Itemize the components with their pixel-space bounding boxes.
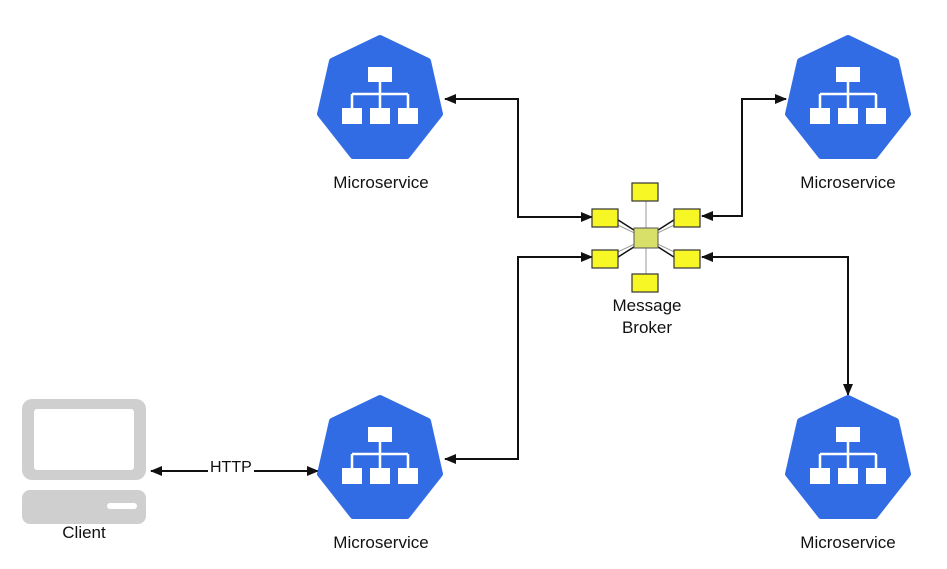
broker-label: Message Broker <box>613 295 682 339</box>
desktop-computer-icon <box>22 399 146 524</box>
microservice-label: Microservice <box>333 173 429 192</box>
microservice-label: Microservice <box>800 533 896 552</box>
microservice-label: Microservice <box>800 173 896 192</box>
broker-label-line2: Broker <box>621 318 673 337</box>
connector-ms-bottomright-broker <box>701 252 853 396</box>
microservice-label: Microservice <box>333 533 429 552</box>
client-label: Client <box>62 523 106 542</box>
broker-label-line1: Message <box>612 296 682 315</box>
microservice-icon <box>785 395 911 519</box>
connector-ms-bottomleft-broker <box>444 252 593 464</box>
http-connection-label: HTTP <box>208 459 254 477</box>
connector-ms-topright-broker <box>701 94 787 221</box>
connector-ms-topleft-broker <box>444 94 593 222</box>
message-broker-icon <box>591 182 701 293</box>
microservice-icon <box>317 35 443 159</box>
microservice-icon <box>785 35 911 159</box>
microservice-icon <box>317 395 443 519</box>
